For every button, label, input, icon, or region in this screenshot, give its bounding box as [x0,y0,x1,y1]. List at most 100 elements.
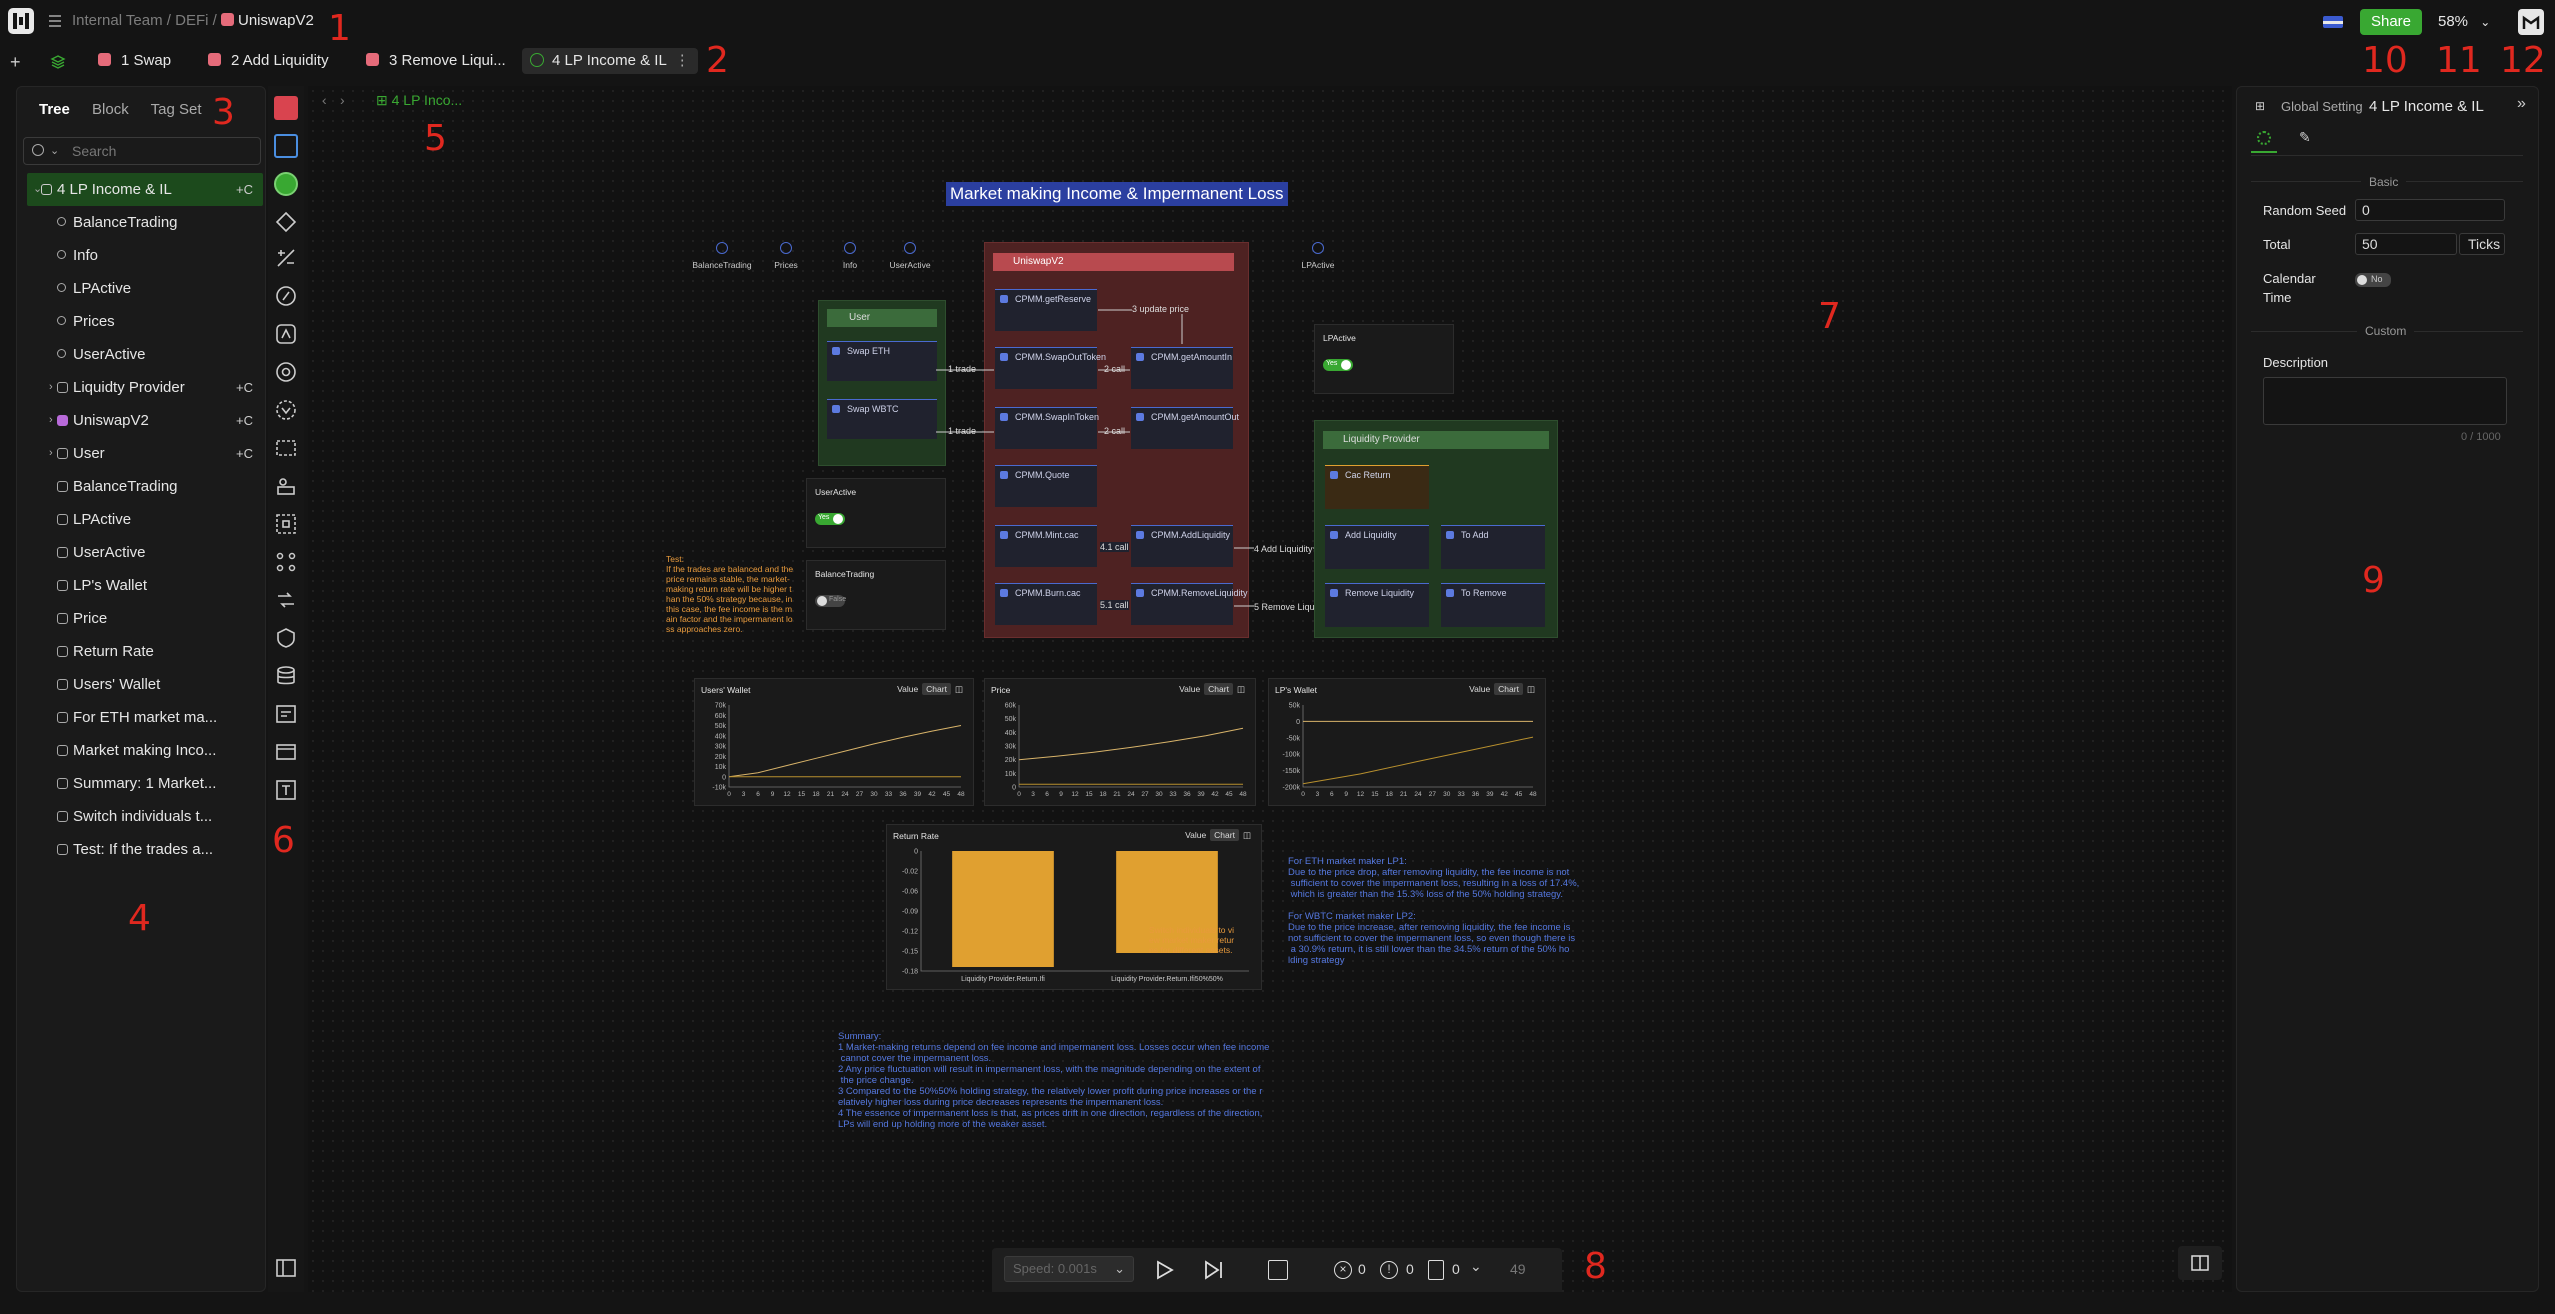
variable-node[interactable]: Prices [756,242,816,270]
tree-item[interactable]: Summary: 1 Market... [27,767,263,800]
layers-icon[interactable] [50,54,66,70]
tree-item[interactable]: Market making Inco... [27,734,263,767]
mint-block[interactable]: CPMM.Mint.cac [995,525,1097,567]
add-liquidity-block[interactable]: Add Liquidity [1325,525,1429,569]
summary-note[interactable]: Summary: 1 Market-making returns depend … [838,1031,1270,1130]
tree-item[interactable]: BalanceTrading [27,470,263,503]
tree-item[interactable]: BalanceTrading [27,206,263,239]
value-toggle[interactable]: Value [897,684,919,694]
flag-icon[interactable] [2322,14,2344,30]
lp-active-widget[interactable]: LPActive Yes [1314,324,1454,394]
crumb-model[interactable]: UniswapV2 [220,12,314,29]
swap-out-block[interactable]: CPMM.SwapOutToken [995,347,1106,389]
tree-item[interactable]: LPActive [27,503,263,536]
diamond-tool-icon[interactable] [274,210,298,234]
test-note[interactable]: Test: If the trades are balanced and the… [666,554,794,634]
tab-tag-set[interactable]: Tag Set [150,101,202,118]
tree-item[interactable]: Price [27,602,263,635]
add-child-button[interactable]: +C [236,413,253,428]
expand-icon[interactable]: ◫ [954,684,963,694]
log-icon[interactable] [1428,1260,1444,1280]
uniswap-container[interactable]: UniswapV2 CPMM.getReserve CPMM.SwapOutTo… [984,242,1249,638]
menu-icon[interactable] [48,14,62,28]
widget-tool-icon[interactable] [274,740,298,764]
tab-tree[interactable]: Tree [39,101,70,118]
add-liquidity-cpmm-block[interactable]: CPMM.AddLiquidity [1131,525,1233,567]
tree-item[interactable]: LP's Wallet [27,569,263,602]
tree-item[interactable]: Return Rate [27,635,263,668]
remove-liquidity-cpmm-block[interactable]: CPMM.RemoveLiquidity [1131,583,1248,625]
swap-in-block[interactable]: CPMM.SwapInToken [995,407,1099,449]
chart-tool-icon[interactable] [274,702,298,726]
switch-tool-icon[interactable] [274,588,298,612]
tree-item[interactable]: ⌄4 LP Income & IL+C [27,173,263,206]
math-tool-icon[interactable] [274,246,298,270]
add-child-button[interactable]: +C [236,446,253,461]
to-add-block[interactable]: To Add [1441,525,1545,569]
burn-block[interactable]: CPMM.Burn.cac [995,583,1097,625]
swap-wbtc-block[interactable]: Swap WBTC [827,399,937,439]
space-tool-icon[interactable] [274,134,298,158]
forward-icon[interactable]: › [340,92,345,108]
total-input[interactable]: 50 [2355,233,2457,255]
tree-item[interactable]: LPActive [27,272,263,305]
user-avatar[interactable] [2518,9,2544,35]
speed-select[interactable]: Speed: 0.001s⌄ [1004,1256,1134,1282]
share-button[interactable]: Share [2360,9,2422,35]
shield-tool-icon[interactable] [274,626,298,650]
tree-item[interactable]: Prices [27,305,263,338]
more-icon[interactable]: ⋮ [674,52,690,69]
search-input[interactable]: ⌄ Search [23,137,261,165]
value-toggle[interactable]: Value [1469,684,1491,694]
to-remove-block[interactable]: To Remove [1441,583,1545,627]
variable-node[interactable]: Info [820,242,880,270]
switch-note[interactable]: Switch individuals to vi ew market maker… [1149,925,1235,955]
chart-toggle[interactable]: Chart [1204,683,1233,695]
add-child-button[interactable]: +C [236,182,253,197]
edit-icon[interactable]: ✎ [2299,129,2311,145]
tab-add-liquidity[interactable]: 2 Add Liquidity [208,48,329,74]
remove-liquidity-block[interactable]: Remove Liquidity [1325,583,1429,627]
variable-node[interactable]: LPActive [1288,242,1348,270]
stop-button[interactable] [1268,1260,1288,1280]
canvas-breadcrumb[interactable]: ⊞ 4 LP Inco... [376,92,463,108]
tree-item[interactable]: Switch individuals t... [27,800,263,833]
at-tool-icon[interactable] [274,360,298,384]
get-amount-out-block[interactable]: CPMM.getAmountOut [1131,407,1239,449]
canvas-title[interactable]: Market making Income & Impermanent Loss [946,182,1288,206]
quote-block[interactable]: CPMM.Quote [995,465,1097,507]
gear-icon[interactable] [2257,131,2271,145]
calendar-time-toggle[interactable]: No [2355,273,2391,287]
network-tool-icon[interactable] [274,550,298,574]
zoom-select[interactable]: 58% ⌄ [2438,13,2491,30]
database-tool-icon[interactable] [274,664,298,688]
environment-tool-icon[interactable] [274,172,298,196]
random-seed-input[interactable]: 0 [2355,199,2505,221]
chevron-right-icon[interactable]: › [49,447,53,459]
variable-tool-icon[interactable] [274,398,298,422]
tab-remove-liquidity[interactable]: 3 Remove Liqui... [366,48,506,74]
add-child-button[interactable]: +C [236,380,253,395]
grid-select-tool-icon[interactable] [274,512,298,536]
user-agent-container[interactable]: User Swap ETH Swap WBTC [818,300,946,466]
tree-item[interactable]: For ETH market ma... [27,701,263,734]
chevron-down-icon[interactable]: ⌄ [1470,1258,1482,1274]
app-logo[interactable] [8,8,34,34]
tree-item[interactable]: ›Liquidty Provider+C [27,371,263,404]
tree-item[interactable]: Users' Wallet [27,668,263,701]
user-active-widget[interactable]: UserActive Yes [806,478,946,548]
back-icon[interactable]: ‹ [322,92,327,108]
play-button[interactable] [1152,1258,1176,1282]
agent-tool-icon[interactable] [274,96,298,120]
tree-item[interactable]: Test: If the trades a... [27,833,263,866]
chart-toggle[interactable]: Chart [1210,829,1239,841]
expand-icon[interactable]: ◫ [1526,684,1535,694]
collapse-icon[interactable]: » [2517,95,2526,112]
crumb-project[interactable]: DEFi [175,12,209,29]
tree-item[interactable]: Info [27,239,263,272]
variable-node[interactable]: UserActive [880,242,940,270]
